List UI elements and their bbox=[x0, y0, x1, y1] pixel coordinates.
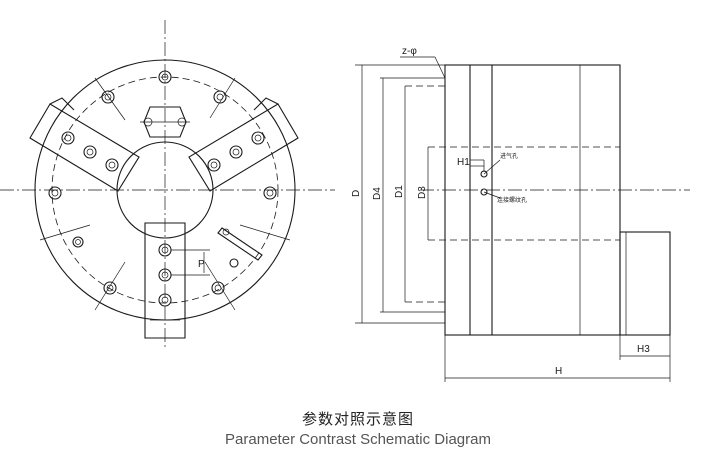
z-phi-leader: z-φ bbox=[400, 46, 446, 79]
bottom-jaw: P bbox=[144, 222, 210, 339]
ports: 进气孔 连接螺纹孔 bbox=[480, 152, 527, 204]
caption-chinese: 参数对照示意图 bbox=[301, 410, 414, 428]
svg-text:D4: D4 bbox=[372, 187, 383, 200]
svg-text:D1: D1 bbox=[394, 185, 405, 198]
label-z-phi: z-φ bbox=[402, 46, 417, 57]
right-jaw bbox=[188, 97, 299, 192]
dim-D: D bbox=[351, 64, 445, 324]
bolt-holes bbox=[48, 70, 277, 295]
dim-H: H bbox=[444, 335, 671, 382]
svg-text:D3: D3 bbox=[417, 186, 428, 199]
label-mount-hole: 连接螺纹孔 bbox=[497, 196, 527, 204]
side-body bbox=[444, 64, 621, 336]
dim-H1: H1 bbox=[457, 157, 484, 168]
dim-H3: H3 bbox=[619, 335, 671, 360]
caption-english: Parameter Contrast Schematic Diagram bbox=[225, 431, 491, 448]
dim-D1: D1 bbox=[394, 86, 406, 302]
label-air-inlet: 进气孔 bbox=[500, 152, 518, 160]
key-slot bbox=[217, 227, 263, 261]
side-view: 进气孔 连接螺纹孔 z-φ D D4 D1 D3 bbox=[351, 46, 690, 382]
dim-D3: D3 bbox=[417, 147, 429, 240]
rear-cylinder bbox=[619, 231, 671, 336]
svg-text:H3: H3 bbox=[637, 344, 650, 355]
front-view: P bbox=[0, 20, 335, 348]
svg-text:H: H bbox=[555, 366, 562, 377]
radial-leaders bbox=[39, 77, 291, 311]
top-slot bbox=[140, 106, 190, 138]
svg-text:D: D bbox=[351, 190, 362, 197]
svg-text:H1: H1 bbox=[457, 157, 470, 168]
dim-D4: D4 bbox=[372, 78, 384, 312]
label-P: P bbox=[198, 259, 205, 270]
left-jaw bbox=[29, 97, 140, 192]
